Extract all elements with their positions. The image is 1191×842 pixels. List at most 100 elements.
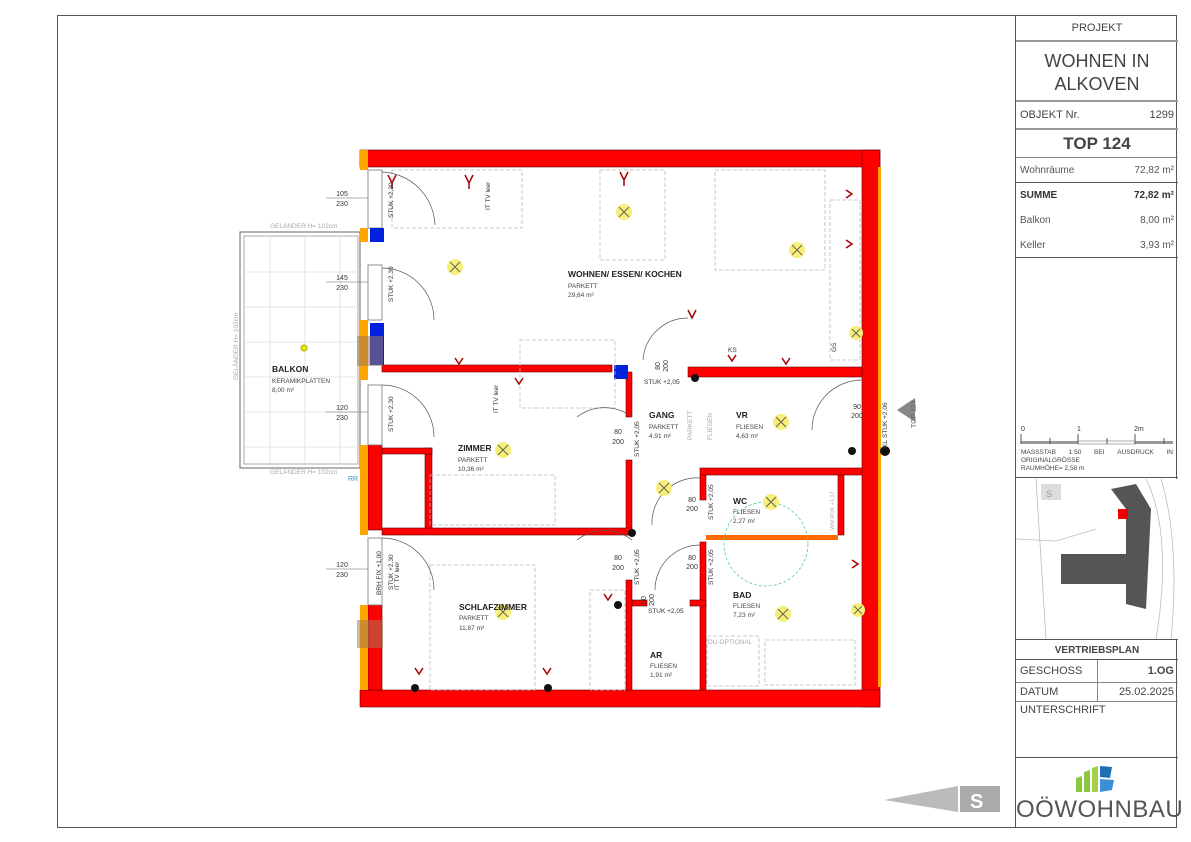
svg-text:STUK +2,05: STUK +2,05 [708,549,715,585]
scale-tick: 1 [1077,426,1081,433]
company-logo: OÖWOHNBAU [1016,758,1183,828]
scale-word: AUSDRUCK [1117,449,1154,456]
signature-field: UNTERSCHRIFT [1016,702,1178,758]
svg-text:1,91 m²: 1,91 m² [650,672,673,679]
date-label: DATUM [1020,686,1059,698]
svg-text:FLIESEN: FLIESEN [707,413,714,440]
svg-text:230: 230 [336,201,348,208]
vent-opening [357,336,383,366]
svg-text:80: 80 [614,429,622,436]
apartment-entry-marker: TOP 124 [897,398,918,428]
plan-type: VERTRIEBSPLAN [1016,639,1178,660]
svg-text:80: 80 [614,555,622,562]
svg-text:WOHNEN/ ESSEN/ KOCHEN: WOHNEN/ ESSEN/ KOCHEN [568,269,682,279]
svg-text:11,87 m²: 11,87 m² [459,625,485,632]
logo-mark-icon [1076,766,1114,792]
object-number-row: OBJEKT Nr. 1299 [1016,102,1178,130]
scale-tick: 2m [1134,426,1144,433]
svg-text:4,63 m²: 4,63 m² [736,433,759,440]
socket-icons [411,374,890,692]
floor-value: 1.OG [1147,665,1174,677]
svg-text:120: 120 [336,405,348,412]
divider [1097,683,1098,702]
area-label: SUMME [1020,190,1058,201]
ceiling-height-labels: STUK +2,30 STUK +2,30 STUK +2,30 STUK +2… [376,181,889,646]
svg-text:80: 80 [655,362,662,370]
area-label: Balkon [1020,215,1051,226]
svg-text:STUK +2,30: STUK +2,30 [388,182,395,218]
svg-text:2,27 m²: 2,27 m² [733,518,756,525]
project-name: WOHNEN IN ALKOVEN [1016,42,1178,102]
svg-text:FLIESEN: FLIESEN [736,424,763,431]
svg-text:PARKETT: PARKETT [687,410,694,440]
room-height: RAUMHÖHE= 2,58 m [1021,465,1085,472]
site-plan-thumbnail: S [1016,479,1178,639]
svg-text:145: 145 [336,275,348,282]
svg-text:230: 230 [336,285,348,292]
area-value: 72,82 m² [1133,190,1174,201]
project-name-line1: WOHNEN IN [1044,51,1150,71]
outlet-icons [387,171,860,676]
svg-text:STUK +2,30: STUK +2,30 [388,396,395,432]
svg-text:STUK +2,05: STUK +2,05 [644,379,680,386]
svg-text:90: 90 [853,404,861,411]
svg-text:4,91 m²: 4,91 m² [649,433,672,440]
svg-text:STUK +2,05: STUK +2,05 [634,549,641,585]
ceiling-light-icons [447,204,865,622]
svg-text:200: 200 [612,565,624,572]
wet-wall [706,535,838,540]
column [370,228,384,242]
svg-text:200: 200 [851,413,863,420]
svg-text:7,23 m²: 7,23 m² [733,612,756,619]
svg-text:GS: GS [831,342,838,352]
project-name-line2: ALKOVEN [1054,74,1140,94]
scale-tick: 0 [1021,426,1025,433]
svg-text:80: 80 [688,497,696,504]
svg-text:120: 120 [336,562,348,569]
svg-text:PARKETT: PARKETT [649,424,679,431]
svg-text:STUK +2,30: STUK +2,30 [388,554,395,590]
scale-bar [1020,434,1173,445]
railing-label-side: GELÄNDER H= 102cm [232,313,240,380]
column [614,365,628,379]
area-sum-row: SUMME 72,82 m² [1016,183,1178,208]
room-gang: GANG PARKETT 4,91 m² [649,410,679,440]
insulation [360,150,881,690]
windows [367,169,383,606]
divider [1097,660,1098,683]
svg-text:SCHLAFZIMMER: SCHLAFZIMMER [459,602,527,612]
svg-text:WC: WC [733,496,747,506]
svg-text:STUK +2,30: STUK +2,30 [388,266,395,302]
svg-text:PARKETT: PARKETT [458,457,488,464]
svg-text:PARKETT: PARKETT [568,283,598,290]
project-label: PROJEKT [1016,15,1178,42]
svg-text:IT TV leer: IT TV leer [485,181,492,210]
svg-text:FLIESEN: FLIESEN [650,663,677,670]
svg-text:S: S [1046,489,1052,499]
object-value: 1299 [1149,109,1174,121]
svg-text:200: 200 [612,439,624,446]
svg-text:DU-OPTIONAL: DU-OPTIONAL [708,639,753,646]
object-label: OBJEKT Nr. [1020,109,1080,121]
unit-title: TOP 124 [1016,130,1178,158]
svg-text:200: 200 [686,506,698,513]
date-value: 25.02.2025 [1118,686,1174,698]
area-value: 72,82 m² [1134,164,1174,176]
svg-text:AR: AR [650,650,662,660]
svg-text:GANG: GANG [649,410,675,420]
scale-word: IN [1166,449,1173,456]
balcony [239,231,361,469]
svg-text:IT TV leer: IT TV leer [493,384,500,413]
area-label: Keller [1020,239,1046,251]
svg-text:80: 80 [688,555,696,562]
svg-text:80: 80 [641,596,648,604]
svg-text:8,00 m²: 8,00 m² [272,387,295,394]
